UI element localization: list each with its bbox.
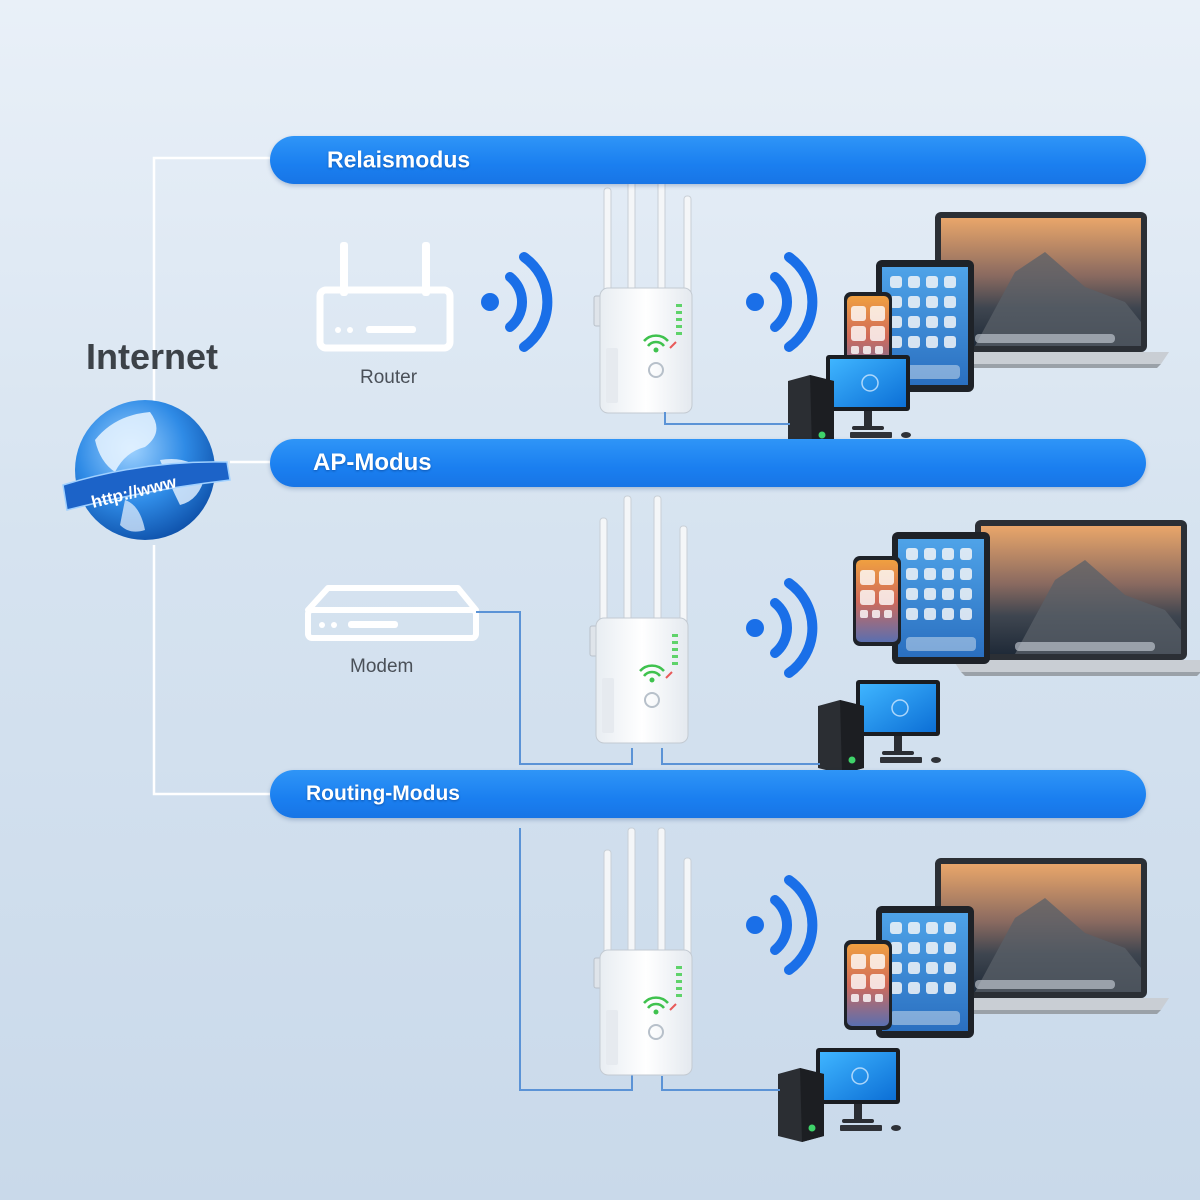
ethernet-line [519, 828, 633, 1091]
ethernet-line [661, 1076, 780, 1091]
tablet-icon [892, 532, 990, 664]
mode-banner-relais: Relaismodus [270, 136, 1146, 184]
mode-label-ap: AP-Modus [313, 449, 432, 476]
router-icon [320, 242, 450, 348]
mode-label-routing: Routing-Modus [306, 782, 460, 805]
phone-icon [853, 556, 901, 646]
router-label: Router [360, 367, 418, 388]
desktop-pc-icon [787, 354, 912, 450]
laptop-icon [953, 520, 1200, 676]
repeater-icon [588, 494, 690, 745]
modem-icon [308, 588, 476, 638]
ethernet-line [664, 412, 790, 425]
wifi-waves-icon [746, 257, 812, 347]
internet-connector-lines [152, 156, 270, 796]
repeater-icon [592, 164, 694, 415]
ethernet-line [476, 611, 633, 765]
mode-label-relais: Relaismodus [327, 146, 471, 173]
wifi-waves-icon [481, 257, 547, 347]
ethernet-line [661, 748, 820, 765]
globe-icon: http://www [62, 400, 231, 540]
wifi-waves-icon [746, 583, 812, 673]
mode-banner-routing: Routing-Modus [270, 770, 1146, 818]
repeater-icon [592, 826, 694, 1077]
desktop-pc-icon [817, 679, 942, 775]
modem-label: Modem [350, 656, 414, 677]
mode-banner-ap: AP-Modus [270, 439, 1146, 487]
wifi-waves-icon [746, 880, 812, 970]
phone-icon [844, 940, 892, 1030]
desktop-pc-icon [777, 1047, 902, 1143]
internet-label: Internet [86, 336, 219, 377]
